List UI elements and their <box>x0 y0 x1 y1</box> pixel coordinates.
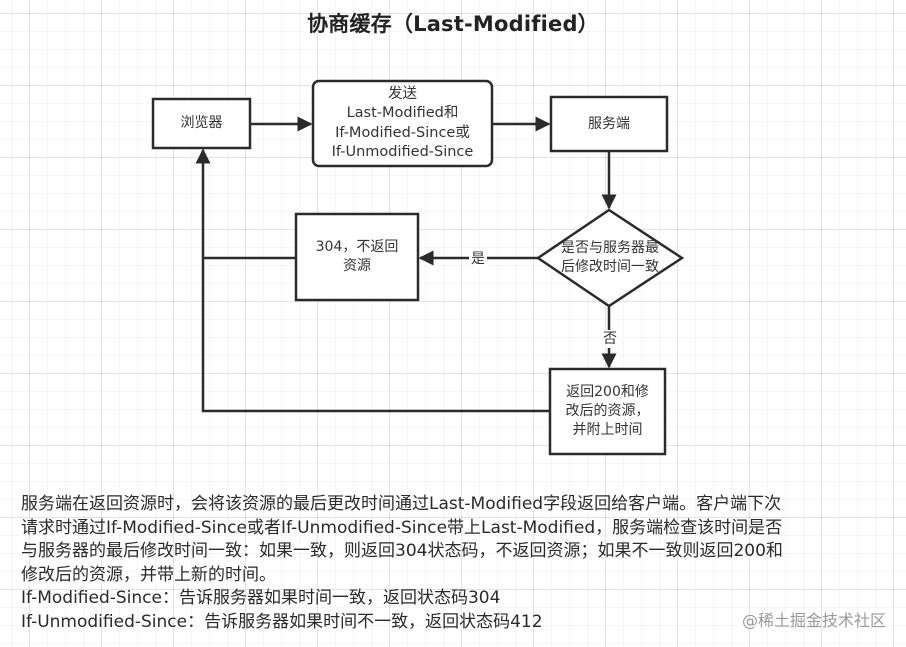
edge-200-to-browser <box>195 148 550 413</box>
description: 服务端在返回资源时，会将该资源的最后更改时间通过Last-Modified字段返… <box>21 493 901 635</box>
not-modified-node <box>294 212 420 302</box>
decision-label: 是否与服务器最 后修改时间一致 <box>561 240 659 275</box>
flowchart <box>151 79 685 456</box>
description-line: 请求时通过If-Modified-Since或者If-Unmodified-Si… <box>21 517 783 538</box>
send-label: 发送 Last-Modified和 If-Modified-Since或 If-… <box>331 85 474 161</box>
browser-node <box>151 97 252 150</box>
description-line: If-Modified-Since：告诉服务器如果时间一致，返回状态码304 <box>21 588 501 609</box>
browser-label: 浏览器 <box>180 115 223 131</box>
not-modified-label: 304，不返回 资源 <box>315 239 399 274</box>
description-line: 服务端在返回资源时，会将该资源的最后更改时间通过Last-Modified字段返… <box>21 494 782 514</box>
watermark: @稀土掘金技术社区 <box>741 611 886 630</box>
server-node <box>549 95 669 153</box>
diagram-title: 协商缓存（Last-Modified） <box>307 12 599 36</box>
description-line: 修改后的资源，并带上新的时间。 <box>21 564 276 585</box>
server-label: 服务端 <box>588 115 630 132</box>
modified-label: 返回200和修 改后的资源， 并附上时间 <box>565 384 650 438</box>
description-line: If-Unmodified-Since：告诉服务器如果时间不一致，返回状态码41… <box>21 611 543 632</box>
modified-node <box>548 367 667 456</box>
edge-label-no: 否 <box>601 330 619 348</box>
edge-label-yes: 是 <box>469 250 487 268</box>
description-line: 与服务器的最后修改时间一致：如果一致，则返回304状态码，不返回资源；如果不一致… <box>21 541 783 562</box>
